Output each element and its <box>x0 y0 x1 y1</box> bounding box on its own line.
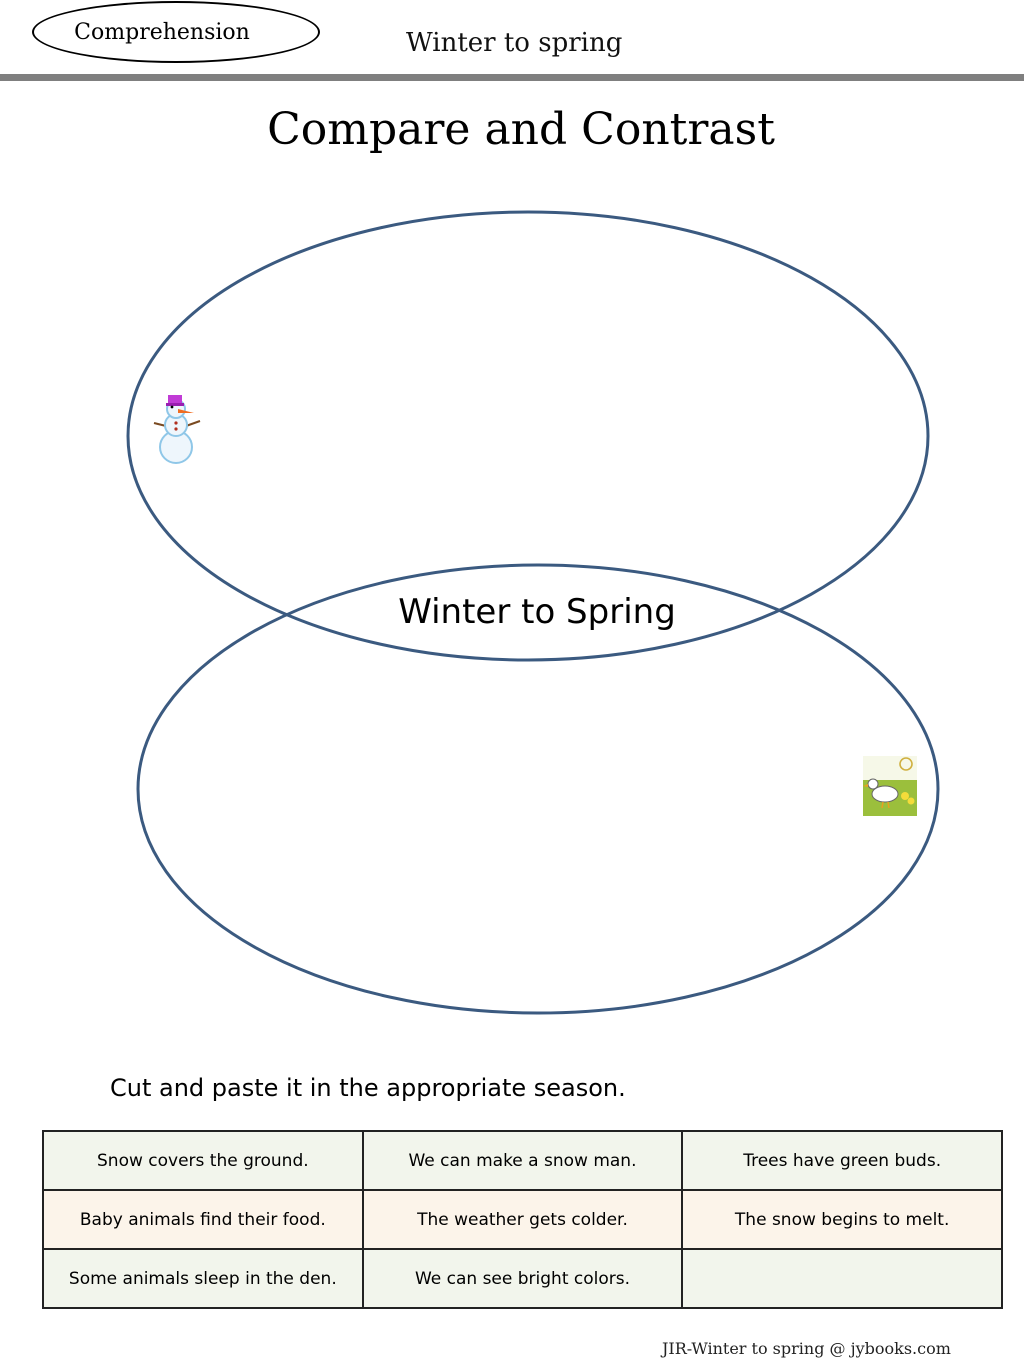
section-tag-label: Comprehension <box>74 19 250 45</box>
header-title: Winter to spring <box>406 28 623 58</box>
footer-credit: JIR-Winter to spring @ jybooks.com <box>662 1339 951 1358</box>
card-cell[interactable]: Snow covers the ground. <box>42 1130 364 1191</box>
header-divider <box>0 74 1024 81</box>
table-row: Some animals sleep in the den. We can se… <box>42 1248 1003 1309</box>
cut-out-cards-table: Snow covers the ground. We can make a sn… <box>42 1130 1003 1309</box>
section-tag: Comprehension <box>32 1 320 63</box>
card-cell-empty[interactable] <box>681 1248 1003 1309</box>
card-cell[interactable]: Trees have green buds. <box>681 1130 1003 1191</box>
card-cell[interactable]: Baby animals find their food. <box>42 1189 364 1250</box>
winter-circle[interactable] <box>126 210 930 662</box>
instruction-text: Cut and paste it in the appropriate seas… <box>110 1074 626 1102</box>
duck-meadow-icon <box>863 756 917 816</box>
card-cell[interactable]: We can make a snow man. <box>361 1130 684 1191</box>
snowman-icon <box>153 395 201 464</box>
venn-diagram <box>126 210 940 1015</box>
table-row: Baby animals find their food. The weathe… <box>42 1189 1003 1250</box>
card-cell[interactable]: Some animals sleep in the den. <box>42 1248 364 1309</box>
card-cell[interactable]: The weather gets colder. <box>361 1189 684 1250</box>
card-cell[interactable]: The snow begins to melt. <box>681 1189 1003 1250</box>
spring-circle[interactable] <box>136 563 940 1015</box>
page-title: Compare and Contrast <box>267 104 775 155</box>
table-row: Snow covers the ground. We can make a sn… <box>42 1130 1003 1191</box>
overlap-label: Winter to Spring <box>398 592 676 632</box>
card-cell[interactable]: We can see bright colors. <box>361 1248 684 1309</box>
